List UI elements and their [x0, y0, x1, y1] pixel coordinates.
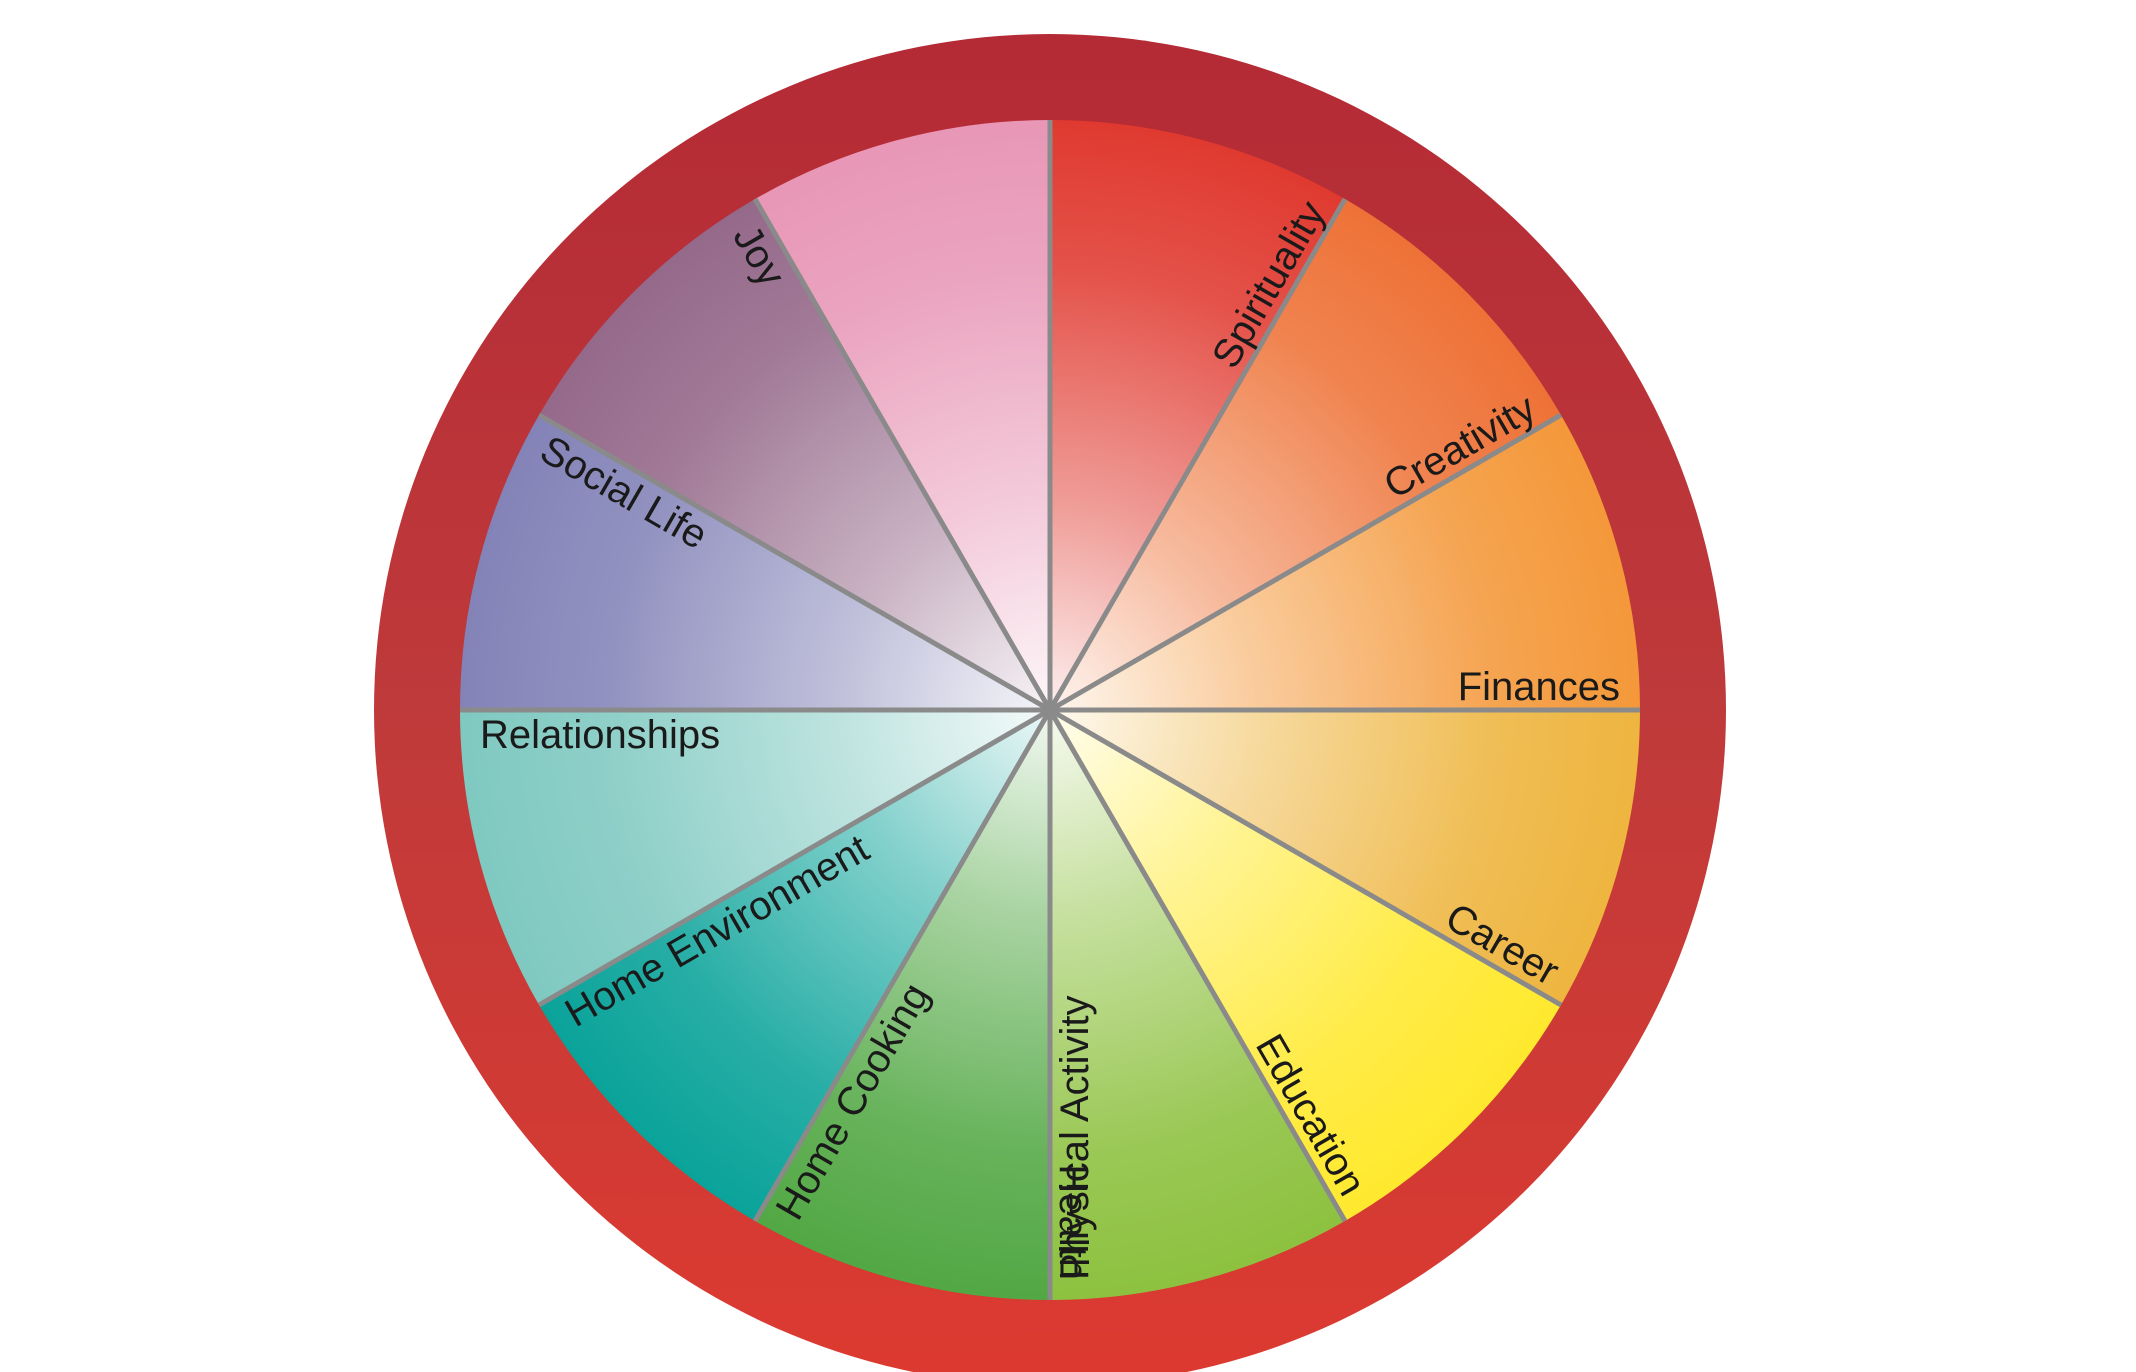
- segment-divider: [1048, 412, 1563, 713]
- segment-divider: [752, 197, 1053, 712]
- segment-divider: [537, 707, 1052, 1008]
- segment-divider: [1048, 707, 1563, 1008]
- hub: [1043, 703, 1057, 717]
- dividers-layer: [460, 120, 1640, 1300]
- segment-divider: [537, 412, 1052, 713]
- segment-label-relationships: Relationships: [480, 713, 720, 757]
- segment-label-health: Health: [1051, 1164, 1095, 1280]
- segment-divider: [752, 708, 1053, 1223]
- segment-label-finances: Finances: [1458, 665, 1620, 709]
- segment-divider: [1047, 708, 1348, 1223]
- segment-label-physical-activity: Physical Activity: [1053, 995, 1097, 1280]
- segment-divider: [1047, 197, 1348, 712]
